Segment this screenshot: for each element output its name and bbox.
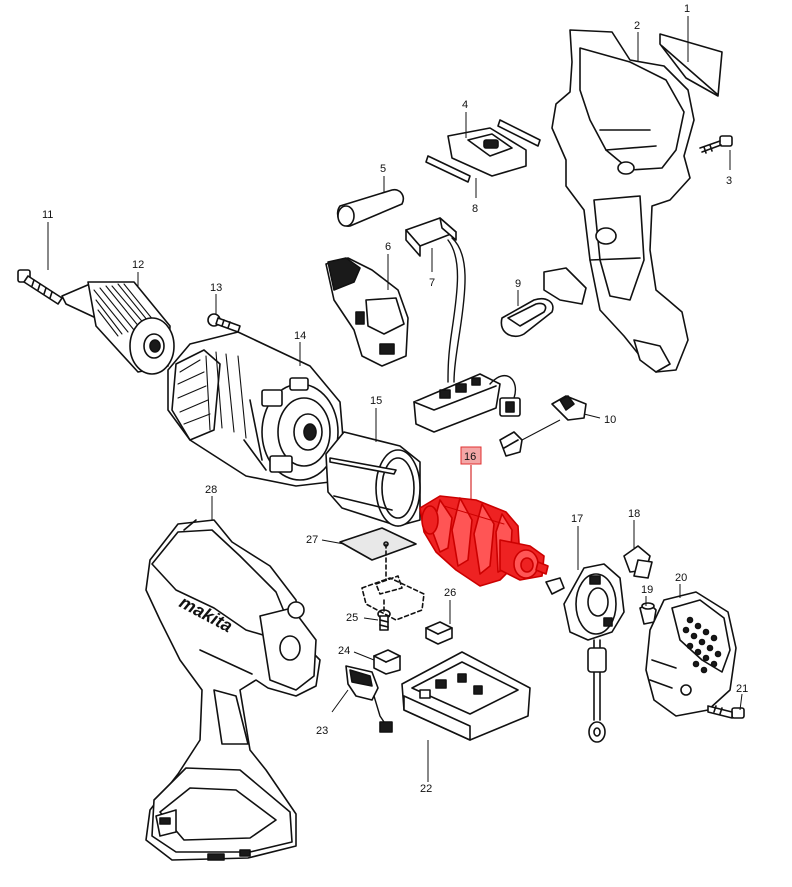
callout-16-highlight (460, 446, 482, 465)
part-25-screw[interactable] (377, 609, 391, 631)
callout-4[interactable]: 4 (462, 99, 468, 111)
part-26-rubber-block[interactable] (425, 621, 453, 645)
part-22-controller[interactable] (401, 651, 531, 741)
callout-11[interactable]: 11 (42, 209, 53, 221)
callout-22[interactable]: 22 (420, 783, 432, 795)
callout-26[interactable]: 26 (444, 587, 456, 599)
part-3-screw[interactable] (699, 135, 733, 154)
part-1-label-plate[interactable] (659, 33, 723, 97)
part-23-lead-clip[interactable] (345, 665, 393, 733)
callout-14[interactable]: 14 (294, 330, 306, 342)
callout-7[interactable]: 7 (429, 277, 435, 289)
callout-23[interactable]: 23 (316, 725, 328, 737)
callout-6[interactable]: 6 (385, 241, 391, 253)
callout-10[interactable]: 10 (604, 414, 616, 426)
callout-20[interactable]: 20 (675, 572, 687, 584)
callout-13[interactable]: 13 (210, 282, 222, 294)
callout-8[interactable]: 8 (472, 203, 478, 215)
callout-2[interactable]: 2 (634, 20, 640, 32)
part-18-brush-clip[interactable] (623, 545, 653, 579)
part-4-spring-strip[interactable] (425, 119, 541, 183)
part-2-housing-right[interactable] (543, 29, 695, 373)
part-17-brush-holder[interactable] (545, 563, 625, 743)
part-11-screw[interactable] (17, 269, 63, 305)
callout-16[interactable]: 16 (464, 451, 476, 463)
callout-5[interactable]: 5 (380, 163, 386, 175)
part-20-rear-cover[interactable] (645, 591, 737, 717)
callout-24[interactable]: 24 (338, 645, 350, 657)
callout-17[interactable]: 17 (571, 513, 583, 525)
part-16-armature[interactable] (419, 495, 549, 587)
part-13-screw[interactable] (207, 313, 241, 333)
part-28-housing-left[interactable]: makita (145, 519, 321, 861)
callout-21[interactable]: 21 (736, 683, 748, 695)
part-9-rubber-pad[interactable] (500, 297, 554, 338)
callout-25[interactable]: 25 (346, 612, 358, 624)
part-5-tube[interactable] (336, 188, 405, 227)
part-4-switch-lever[interactable] (447, 127, 527, 177)
callout-27[interactable]: 27 (306, 534, 318, 546)
callouts: 1 2 3 4 5 6 7 8 9 10 11 12 13 14 15 16 (42, 3, 748, 795)
part-24-block[interactable] (373, 649, 401, 675)
part-6-switch[interactable] (325, 257, 409, 367)
part-21-screw[interactable] (707, 705, 745, 719)
callout-15[interactable]: 15 (370, 395, 382, 407)
callout-9[interactable]: 9 (515, 278, 521, 290)
part-15-magnet-housing[interactable] (325, 431, 421, 527)
part-12-chuck[interactable] (61, 281, 175, 375)
callout-28[interactable]: 28 (205, 484, 217, 496)
callout-19[interactable]: 19 (641, 584, 653, 596)
callout-18[interactable]: 18 (628, 508, 640, 520)
callout-1[interactable]: 1 (684, 3, 690, 15)
part-14-gear-assembly[interactable] (167, 331, 345, 487)
part-10-terminal[interactable] (499, 395, 587, 457)
part-7-lead-connector[interactable] (405, 217, 521, 433)
part-19-bushing[interactable] (639, 602, 657, 625)
callout-3[interactable]: 3 (726, 175, 732, 187)
callout-12[interactable]: 12 (132, 259, 144, 271)
part-27-pad[interactable] (339, 527, 425, 621)
